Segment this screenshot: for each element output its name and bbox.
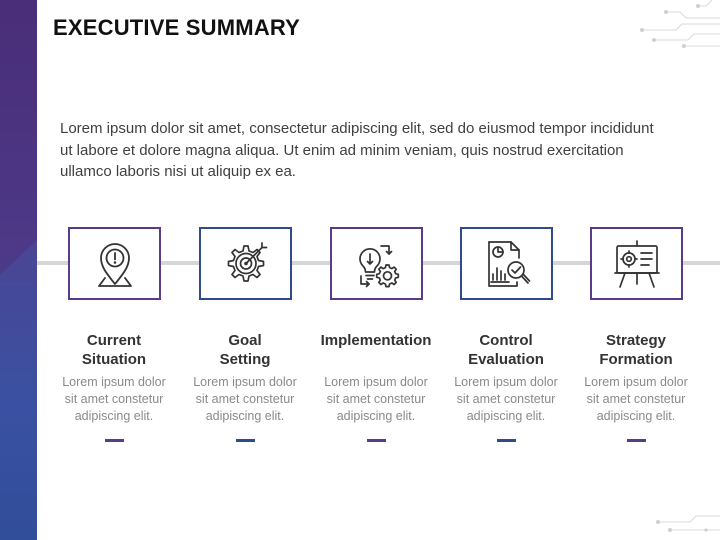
lightbulb-gear-icon [358, 244, 399, 287]
step-dash [105, 439, 124, 442]
slide-title: EXECUTIVE SUMMARY [53, 15, 301, 40]
step-icon-box [460, 227, 553, 300]
step-title: Control Evaluation [468, 332, 544, 368]
step-description: Lorem ipsum dolor sit amet constetur adi… [584, 375, 688, 423]
step-description: Lorem ipsum dolor sit amet constetur adi… [62, 375, 166, 423]
gear-target-icon [227, 241, 267, 282]
report-magnifier-icon [487, 240, 530, 287]
step-title: Implementation [320, 332, 432, 349]
step-icon-box [330, 227, 423, 300]
side-bar-facet [0, 0, 37, 540]
step-title: Current Situation [81, 332, 147, 368]
step-description: Lorem ipsum dolor sit amet constetur adi… [454, 375, 558, 423]
step-title: Goal Setting [219, 332, 271, 368]
circuit-decoration-top [640, 0, 720, 48]
step-icon-box [199, 227, 292, 300]
step-icon-box [590, 227, 683, 300]
presentation-board-icon [613, 239, 660, 288]
step-description: Lorem ipsum dolor sit amet constetur adi… [324, 375, 428, 423]
step-dash [236, 439, 255, 442]
intro-paragraph: Lorem ipsum dolor sit amet, consectetur … [60, 120, 654, 180]
side-accent-bar [0, 0, 37, 540]
step-dash [367, 439, 386, 442]
step-title: Strategy Formation [599, 332, 673, 368]
location-alert-icon [97, 242, 132, 287]
step-dash [627, 439, 646, 442]
step-dash [497, 439, 516, 442]
step-icon-box [68, 227, 161, 300]
circuit-decoration-bottom [656, 515, 720, 532]
step-description: Lorem ipsum dolor sit amet constetur adi… [193, 375, 297, 423]
